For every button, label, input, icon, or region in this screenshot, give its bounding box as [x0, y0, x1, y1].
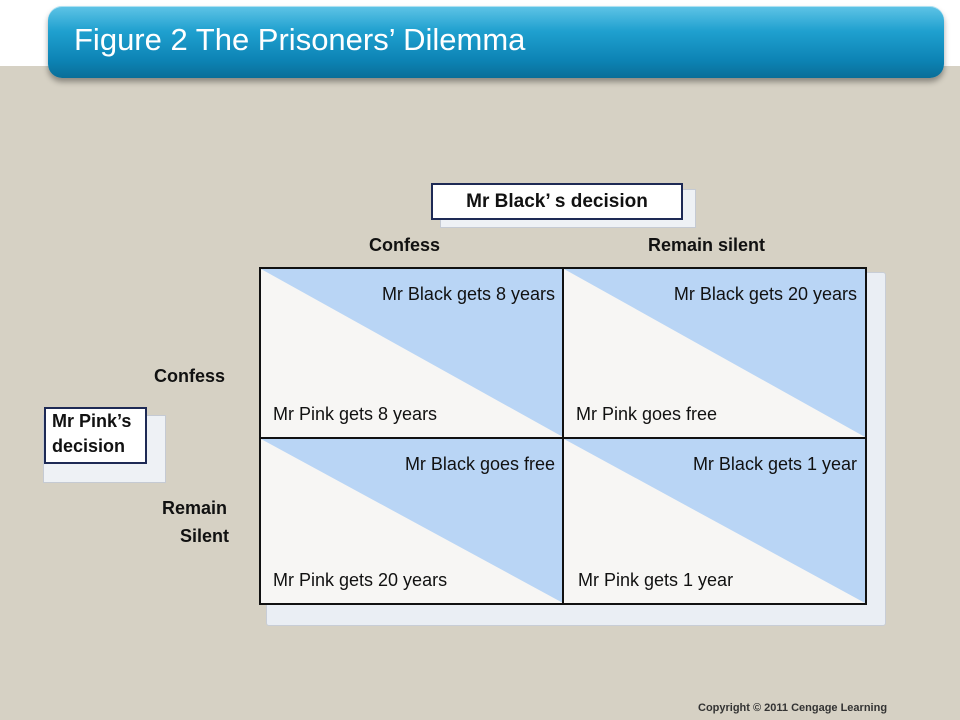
- black-payoff: Mr Black goes free: [404, 454, 555, 474]
- column-label-confess: Confess: [369, 235, 441, 255]
- row-player-line-2: decision: [52, 436, 126, 456]
- row-player-line-1: Mr Pink’s: [52, 411, 132, 431]
- cell-diagonal: [261, 269, 563, 437]
- pink-payoff: Mr Pink goes free: [576, 404, 718, 424]
- cell-silent-silent: Mr Black gets 1 year Mr Pink gets 1 year: [564, 439, 865, 603]
- cell-diagonal: [564, 439, 865, 603]
- pink-payoff: Mr Pink gets 8 years: [273, 404, 438, 424]
- cell-diagonal: [261, 439, 563, 603]
- black-payoff: Mr Black gets 20 years: [673, 284, 857, 304]
- column-label-remain-silent: Remain silent: [648, 235, 766, 255]
- cell-confess-silent: Mr Black gets 20 years Mr Pink goes free: [564, 269, 865, 437]
- grid-horizontal-divider: [259, 437, 867, 439]
- pink-payoff: Mr Pink gets 20 years: [273, 570, 448, 590]
- figure-title: Figure 2 The Prisoners’ Dilemma: [74, 22, 526, 57]
- column-player-label: Mr Black’ s decision: [431, 183, 683, 220]
- row-label-remain: Remain: [162, 498, 228, 518]
- row-label-silent: Silent: [180, 526, 230, 546]
- black-payoff: Mr Black gets 8 years: [381, 284, 555, 304]
- row-player-label: Mr Pink’s decision: [44, 407, 147, 464]
- pink-payoff: Mr Pink gets 1 year: [578, 570, 734, 590]
- cell-diagonal: [564, 269, 865, 437]
- title-bar: Figure 2 The Prisoners’ Dilemma: [48, 6, 944, 78]
- black-payoff: Mr Black gets 1 year: [692, 454, 857, 474]
- copyright-notice: Copyright © 2011 Cengage Learning: [698, 702, 888, 714]
- row-label-confess: Confess: [154, 366, 226, 386]
- cell-silent-confess: Mr Black goes free Mr Pink gets 20 years: [261, 439, 563, 603]
- grid-vertical-divider: [562, 267, 564, 605]
- cell-confess-confess: Mr Black gets 8 years Mr Pink gets 8 yea…: [261, 269, 563, 437]
